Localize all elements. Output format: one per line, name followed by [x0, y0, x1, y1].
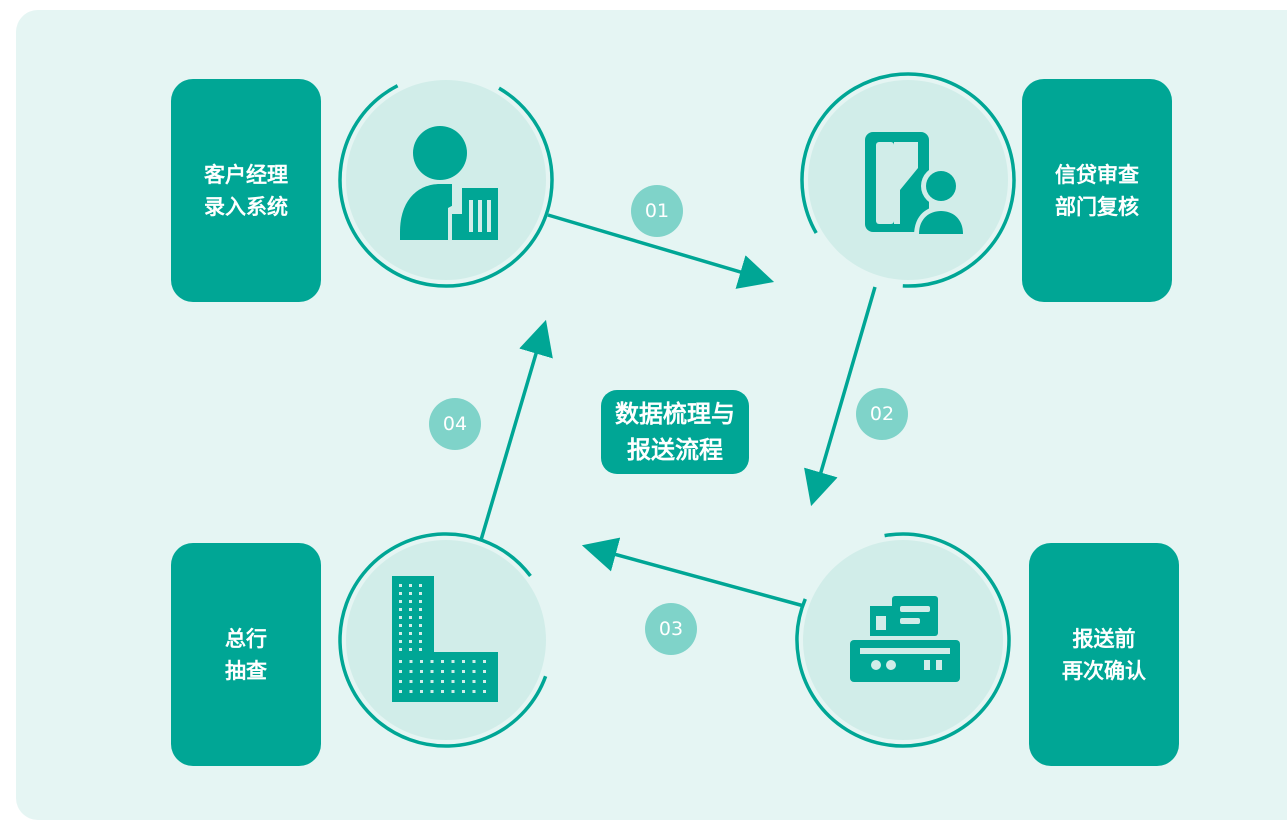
step-4-label-line2: 抽查 — [225, 658, 267, 683]
step-2-number-badge: 02 — [856, 388, 908, 440]
step-1-label-line2: 录入系统 — [204, 194, 288, 219]
step-4-label-line1: 总行 — [225, 626, 267, 651]
step-1-label-line1: 客户经理 — [204, 162, 288, 187]
step-2-label: 信贷审查 部门复核 — [1022, 79, 1172, 302]
center-title: 数据梳理与 报送流程 — [601, 390, 749, 474]
fax-machine-icon — [850, 596, 960, 682]
arrow-step1-to-step2 — [547, 213, 775, 289]
arrow-step3-to-step4 — [581, 537, 805, 608]
arrow-step4-to-step1 — [479, 319, 553, 541]
center-title-line2: 报送流程 — [627, 436, 723, 464]
step-3-label-line1: 报送前 — [1072, 626, 1136, 651]
step-1-label: 客户经理 录入系统 — [171, 79, 321, 302]
step-2-label-line1: 信贷审查 — [1055, 162, 1139, 187]
step-3-label-line2: 再次确认 — [1062, 658, 1146, 683]
step-1-circle — [338, 72, 554, 288]
tall-building-icon — [392, 576, 498, 702]
step-3-number-badge: 03 — [645, 603, 697, 655]
step-4-label: 总行 抽查 — [171, 543, 321, 766]
arrow-step2-to-step3 — [804, 286, 877, 507]
step-4-number-badge: 04 — [429, 398, 481, 450]
step-1-number-badge: 01 — [631, 185, 683, 237]
manager-with-building-icon — [400, 126, 498, 240]
step-4-circle — [338, 532, 554, 748]
center-title-line1: 数据梳理与 — [615, 400, 735, 428]
step-3-label: 报送前 再次确认 — [1029, 543, 1179, 766]
reviewer-document-icon — [865, 132, 968, 236]
step-2-label-line2: 部门复核 — [1055, 194, 1139, 219]
